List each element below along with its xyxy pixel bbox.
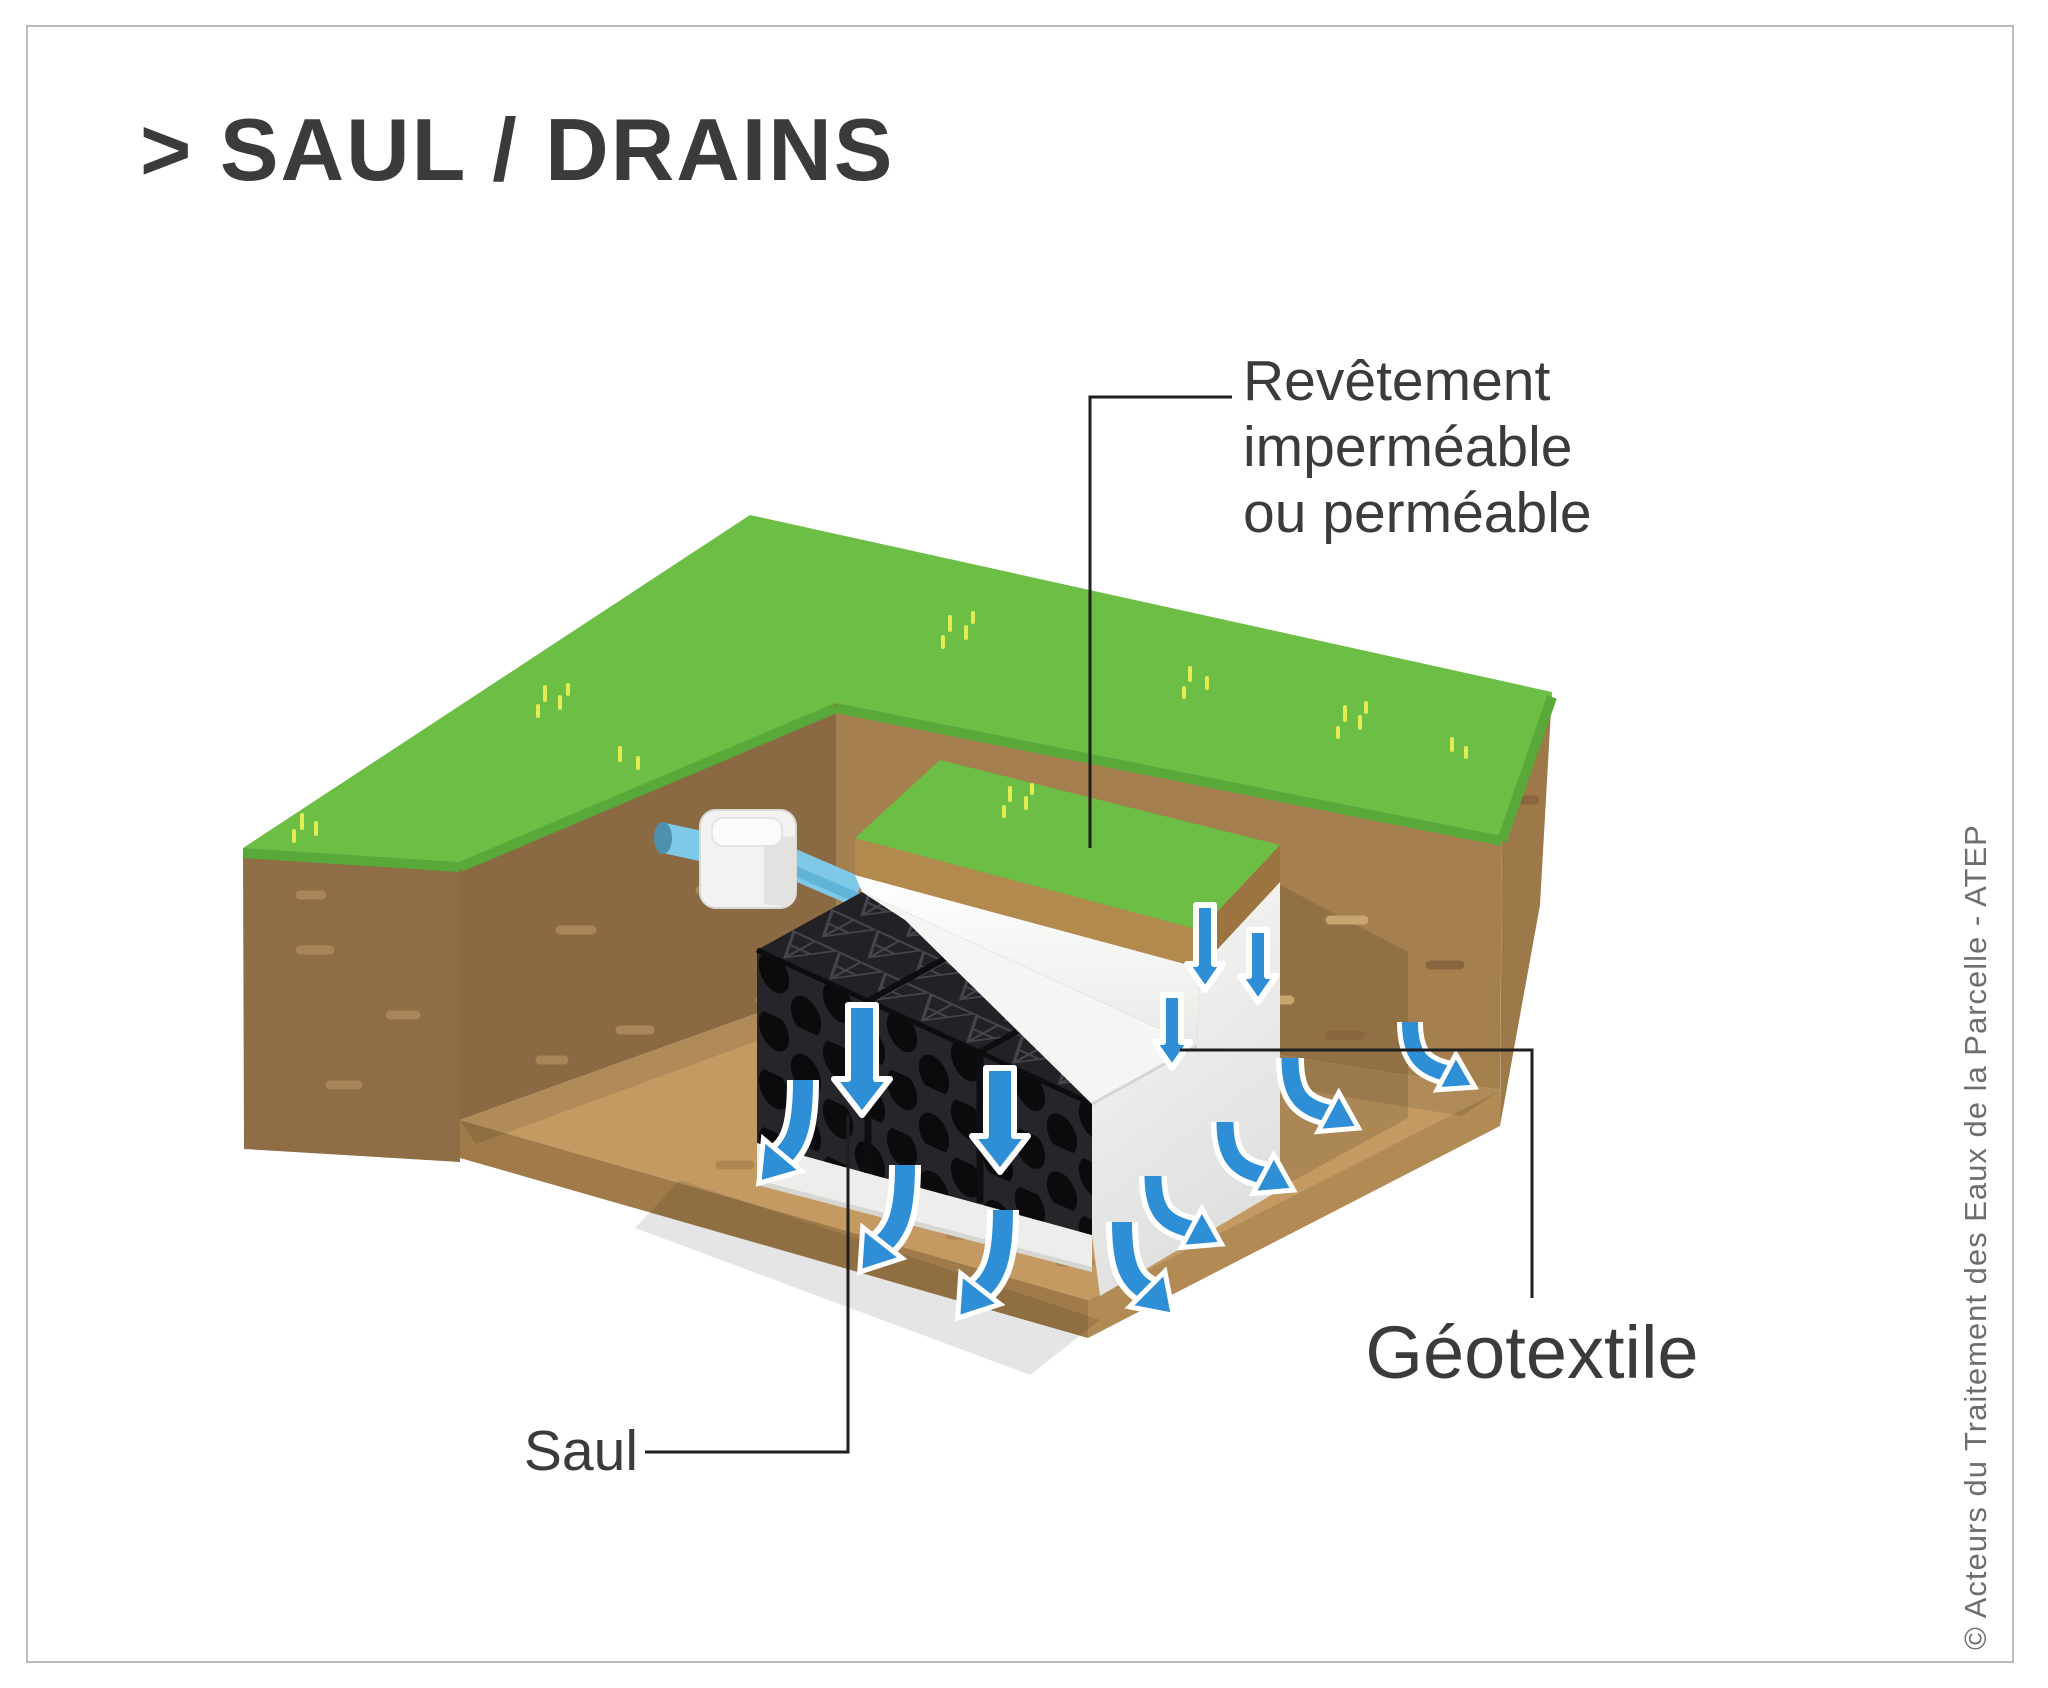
label-geotextile: Géotextile — [1365, 1311, 1698, 1394]
inspection-box — [699, 809, 797, 909]
page-border — [26, 25, 2014, 1663]
curved-arrow-icon — [954, 1209, 1019, 1322]
curved-arrow-icon — [755, 1079, 819, 1187]
cover-soil-strip-front — [855, 838, 1200, 968]
water-flow-arrows — [755, 902, 1479, 1322]
label-cover-line3: ou perméable — [1243, 481, 1592, 545]
slab-edge-left — [460, 1120, 1088, 1338]
curved-arrow-icon — [856, 1164, 921, 1276]
cover-soil-strip-right — [1200, 845, 1280, 968]
scene-illustration — [242, 515, 1557, 1375]
down-arrow-icon — [1184, 902, 1226, 993]
curved-arrow-icon — [1211, 1121, 1298, 1197]
curved-arrows-bottom — [755, 1079, 1177, 1322]
curved-arrows-right — [1139, 1021, 1479, 1251]
down-arrow-icon — [1237, 927, 1279, 1005]
soil-left-outer-face — [243, 848, 460, 1162]
slab-edge-right — [1088, 1090, 1500, 1338]
curved-arrow-icon — [1276, 1057, 1363, 1135]
wall-shadow-left — [460, 985, 836, 1144]
geotextile-sheet — [855, 875, 1200, 1104]
label-cover-line2: imperméable — [1243, 415, 1572, 479]
leader-line-cover — [1088, 395, 1232, 848]
curved-arrow-icon — [1139, 1175, 1226, 1251]
leader-lines — [645, 395, 1534, 1454]
pipe-opening — [654, 822, 672, 854]
leader-line-geotextile — [1180, 1048, 1534, 1298]
curved-arrow-icon — [1397, 1021, 1479, 1093]
credit-text: © Acteurs du Traitement des Eaux de la P… — [1958, 824, 1993, 1650]
label-saul: Saul — [524, 1419, 638, 1483]
leader-line-saul — [645, 1115, 850, 1454]
inlet-pipe — [654, 809, 864, 909]
surface-cover — [855, 760, 1280, 968]
saul-crate-assembly — [755, 760, 1280, 1296]
grass-surface — [243, 515, 1552, 862]
label-cover-line1: Revêtement — [1243, 349, 1550, 413]
cover-green-top — [855, 760, 1280, 930]
down-arrow-icon — [969, 1065, 1031, 1175]
grass-cut-edges — [242, 695, 1557, 872]
curved-arrow-icon — [1106, 1221, 1177, 1319]
crate-floor-shadow — [635, 1180, 1100, 1375]
page-title: > SAUL / DRAINS — [140, 100, 895, 199]
geotextile-right-face — [1092, 882, 1280, 1296]
down-arrow-icon — [831, 1002, 893, 1118]
grass-tufts — [292, 611, 1468, 843]
excavation-left-wall — [460, 703, 836, 1120]
